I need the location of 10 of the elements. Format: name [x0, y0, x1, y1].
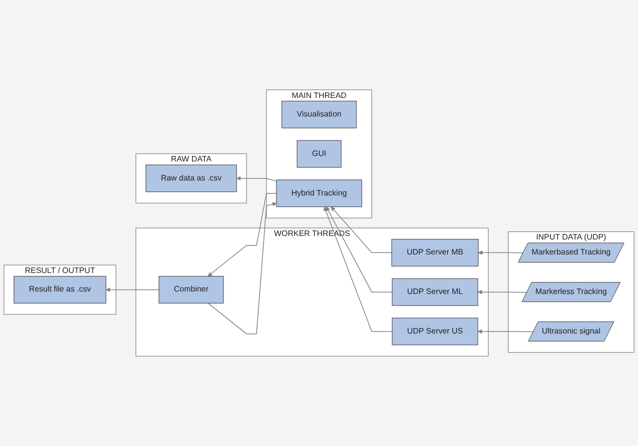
arrow: [478, 250, 524, 255]
arrow: [236, 176, 277, 182]
arrow: [326, 206, 393, 292]
arrow: [208, 202, 277, 334]
arrow: [330, 206, 392, 254]
arrow: [478, 290, 528, 294]
arrow: [324, 206, 393, 332]
arrow: [208, 192, 277, 276]
arrow: [106, 288, 160, 292]
arrow: [478, 329, 534, 334]
